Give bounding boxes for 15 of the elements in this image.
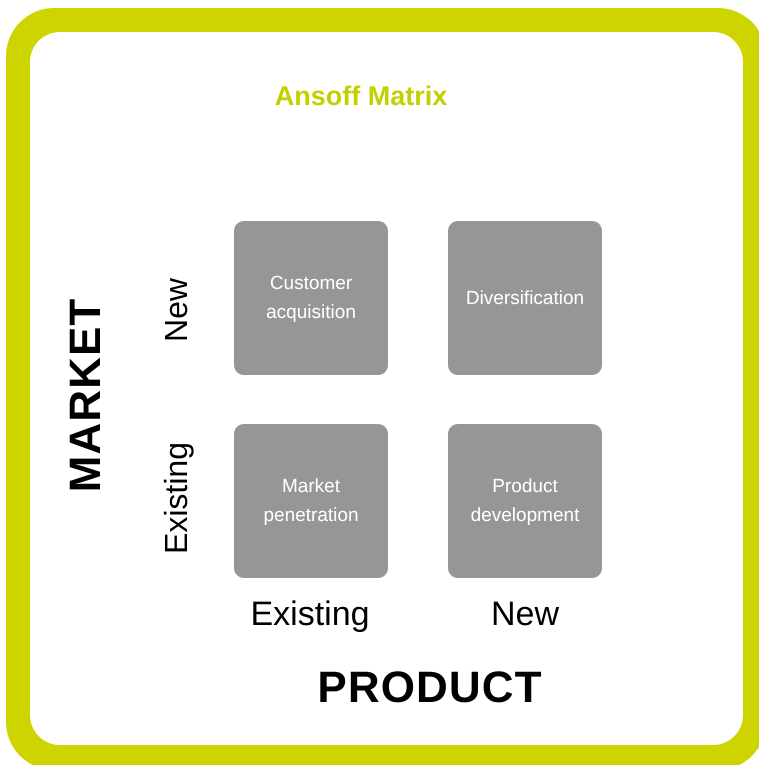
axis-label: Existing	[160, 442, 192, 554]
title: Ansoff Matrix	[274, 80, 448, 113]
box-label: Customer acquisition	[265, 272, 357, 325]
axis-label: New	[490, 597, 560, 631]
strategy-box	[448, 424, 602, 578]
axis-title: MARKET	[64, 298, 108, 492]
strategy-box	[234, 424, 388, 578]
axis-label: Existing	[250, 597, 370, 631]
box-label: Market penetration	[262, 475, 360, 528]
strategy-box	[234, 221, 388, 375]
box-label: Product development	[470, 475, 580, 528]
strategy-box	[448, 221, 602, 375]
box-label: Diversification	[466, 286, 584, 310]
axis-title: PRODUCT	[317, 666, 543, 710]
axis-label: New	[160, 278, 192, 342]
